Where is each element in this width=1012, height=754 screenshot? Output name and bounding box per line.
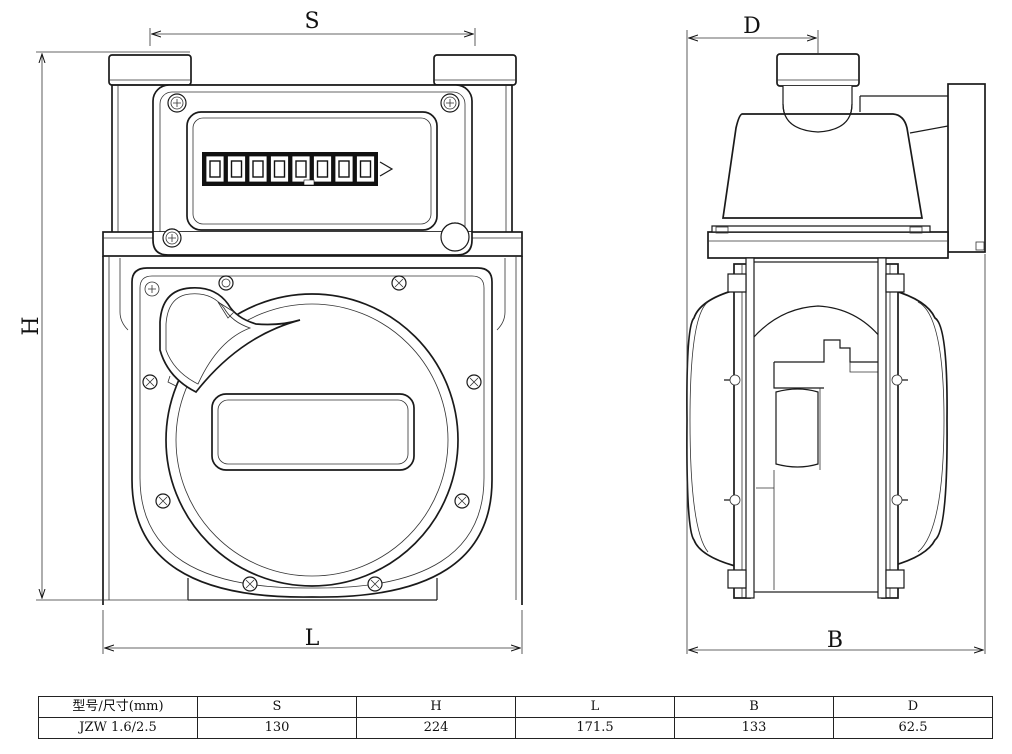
phillips-screw-icon [440,93,460,113]
phillips-screw-icon [144,281,160,297]
counter-digit-cell [356,155,375,183]
counter-digit-glyph [273,160,286,178]
counter-digit-glyph [230,160,243,178]
dim-label-d: D [743,14,761,39]
table-cell: 171.5 [515,717,675,739]
table-header-cell: 型号/尺寸(mm) [38,696,198,718]
hex-screw-icon [242,576,258,592]
table-header-cell: S [197,696,357,718]
front-view [102,54,523,605]
hex-screw-icon [155,493,171,509]
counter-digit-glyph [252,160,264,178]
table-cell: 224 [356,717,516,739]
hex-screw-icon [142,374,158,390]
counter-digit-cell [205,155,225,183]
hex-screw-icon [454,493,470,509]
table-header-row: 型号/尺寸(mm) S H L B D [38,696,993,718]
hex-screw-icon [466,374,482,390]
counter-digit-glyph [338,160,350,178]
dim-label-s: S [304,9,319,34]
table-cell: 133 [674,717,834,739]
spec-table: 型号/尺寸(mm) S H L B D JZW 1.6/2.5 130 224 … [38,696,993,739]
dimension-lines [36,28,986,654]
table-row: JZW 1.6/2.5 130 224 171.5 133 62.5 [38,717,993,739]
table-header-cell: D [833,696,993,718]
table-cell: 62.5 [833,717,993,739]
counter-digit-cell [334,155,354,183]
counter-digit-cell [248,155,268,183]
counter-digit-glyph [295,160,307,178]
table-header-cell: L [515,696,675,718]
counter-digit-glyph [359,160,372,178]
dim-label-b: B [827,628,843,653]
hex-screw-icon [367,576,383,592]
knurled-screw-icon [218,275,234,291]
counter-digit-glyph [316,160,329,178]
counter-digit-cell [270,155,289,183]
table-header-cell: H [356,696,516,718]
index-counter [202,152,394,186]
counter-digit-glyph [209,160,221,178]
phillips-screw-icon [167,93,187,113]
table-cell: 130 [197,717,357,739]
counter-digit-cell [291,155,311,183]
gas-meter-dimension-drawing: S H L D B [19,9,986,654]
table-cell-model: JZW 1.6/2.5 [38,717,198,739]
counter-digit-cell [227,155,246,183]
counter-digit-cell [313,155,332,183]
hex-screw-icon [391,275,407,291]
dim-label-h: H [19,316,44,335]
dim-label-l: L [305,626,320,651]
side-view [686,53,986,599]
table-header-cell: B [674,696,834,718]
